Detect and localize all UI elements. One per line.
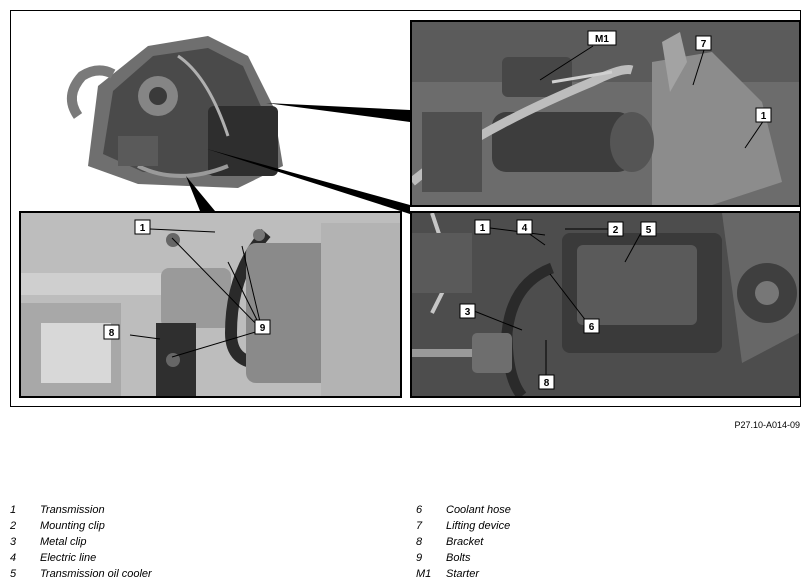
legend-label: Mounting clip <box>40 520 105 532</box>
legend-number: 9 <box>416 552 423 564</box>
legend-label: Lifting device <box>446 520 511 532</box>
detail-panel-oil-cooler <box>410 211 801 398</box>
legend-item: 9 Bolts <box>416 550 511 566</box>
oil-cooler-detail-illustration <box>412 213 799 396</box>
legend-number: 8 <box>416 536 423 548</box>
legend-item: 6 Coolant hose <box>416 502 511 518</box>
legend-number: 6 <box>416 504 423 516</box>
legend-label: Bolts <box>446 552 471 564</box>
legend-number: 5 <box>10 568 17 580</box>
legend-item: 1 Transmission <box>10 502 152 518</box>
engine-overview-illustration <box>58 16 308 206</box>
legend-number: 4 <box>10 552 17 564</box>
legend-number: 1 <box>10 504 17 516</box>
legend-number: 7 <box>416 520 423 532</box>
legend-right: 6 Coolant hose 7 Lifting device 8 Bracket 9… <box>416 502 511 582</box>
legend-item: 8 Bracket <box>416 534 511 550</box>
legend-item: M1 Starter <box>416 566 511 582</box>
detail-panel-starter <box>410 20 801 207</box>
legend-label: Metal clip <box>40 536 87 548</box>
legend-item: 3 Metal clip <box>10 534 152 550</box>
legend-left: 1 Transmission 2 Mounting clip 3 Metal clip… <box>10 502 152 582</box>
legend-label: Transmission oil cooler <box>40 568 152 580</box>
legend-item: 4 Electric line <box>10 550 152 566</box>
legend-number: 2 <box>10 520 17 532</box>
detail-panel-bracket <box>19 211 402 398</box>
legend-label: Bracket <box>446 536 484 548</box>
legend-number: M1 <box>416 568 432 580</box>
legend-label: Electric line <box>40 552 97 564</box>
legend-label: Transmission <box>40 504 105 516</box>
legend-number: 3 <box>10 536 17 548</box>
legend-item: 5 Transmission oil cooler <box>10 566 152 582</box>
starter-detail-illustration <box>412 22 799 205</box>
bracket-detail-illustration <box>21 213 400 396</box>
legend-label: Starter <box>446 568 480 580</box>
legend-item: 2 Mounting clip <box>10 518 152 534</box>
legend-item: 7 Lifting device <box>416 518 511 534</box>
figure-reference: P27.10-A014-09 <box>734 420 800 430</box>
legend-label: Coolant hose <box>446 504 511 516</box>
